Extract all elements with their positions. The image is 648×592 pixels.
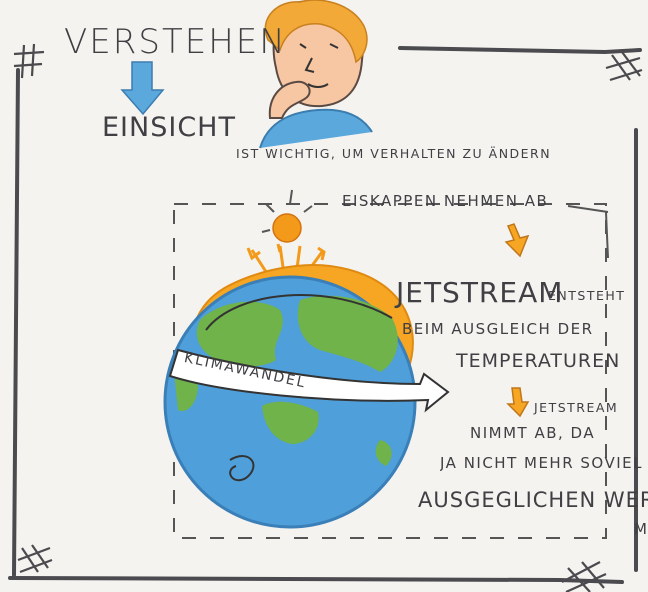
- globe-icon: [163, 263, 450, 529]
- hash-mark-icon: [13, 43, 45, 79]
- down-arrow-icon: [120, 61, 165, 116]
- hash-mark-icon: [17, 544, 53, 574]
- ausgeglichen-text: AUSGEGLICHEN WERDEN: [418, 488, 648, 512]
- sun-icon: [246, 189, 326, 279]
- ausgleich-text: BEIM AUSGLEICH DER: [402, 320, 594, 338]
- down-arrow-small-icon: [504, 223, 530, 258]
- importance-text: IST WICHTIG, UM VERHALTEN ZU ÄNDERN: [236, 146, 552, 161]
- entsteht-text: ENTSTEHT: [548, 288, 626, 303]
- m-fragment-text: M: [634, 520, 648, 538]
- jetstream-title: JETSTREAM: [396, 276, 564, 309]
- jetstream-small-text: JETSTREAM: [534, 400, 619, 415]
- dashed-frame: [173, 203, 607, 539]
- connector-line: [567, 205, 609, 213]
- nimmt-text: NIMMT AB, DA: [470, 424, 596, 442]
- connector-line: [605, 211, 609, 259]
- hash-mark-icon: [605, 51, 643, 82]
- ja-nicht-text: JA NICHT MEHR SOVIEL: [440, 454, 643, 472]
- down-arrow-small-icon: [506, 387, 530, 418]
- temperaturen-text: TEMPERATUREN: [456, 350, 621, 372]
- thinking-person-icon: [259, 0, 373, 149]
- hash-mark-icon: [561, 561, 607, 592]
- frame: [8, 46, 642, 584]
- verstehen-text: VERSTEHEN: [64, 22, 287, 62]
- eiskappen-text: EISKAPPEN NEHMEN AB: [342, 192, 549, 210]
- einsicht-text: EINSICHT: [102, 112, 236, 143]
